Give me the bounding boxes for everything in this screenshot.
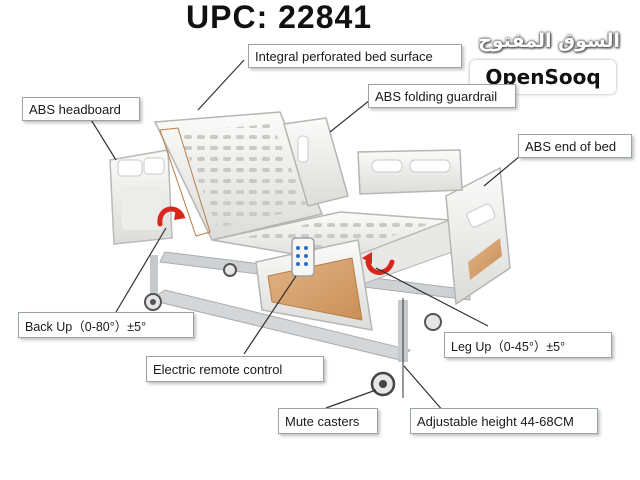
watermark-arabic: السوق المفتوح: [478, 30, 620, 52]
leader-remote: [243, 275, 297, 355]
leader-height: [403, 365, 445, 413]
back-up-arrow: [157, 206, 186, 227]
label-headboard: ABS headboard: [22, 97, 140, 121]
label-guardrail: ABS folding guardrail: [368, 84, 516, 108]
label-casters: Mute casters: [278, 408, 378, 434]
folding-guardrail-far: [283, 117, 349, 207]
caster-front-left: [144, 293, 162, 311]
leader-back-up: [115, 227, 167, 313]
end-of-bed-board: [445, 166, 511, 306]
backrest-section: [153, 111, 324, 241]
label-remote: Electric remote control: [146, 356, 324, 382]
leader-headboard: [89, 117, 117, 161]
caster-front-right: [370, 371, 396, 397]
leader-casters: [325, 389, 377, 409]
caster-back-right: [424, 313, 442, 331]
watermark-brand-logo: OpenSooq: [470, 60, 616, 94]
upc-heading: UPC: 22841: [186, 0, 373, 35]
headboard: [109, 149, 173, 245]
guardrail-right: [357, 149, 463, 195]
remote-control: [291, 237, 315, 277]
leader-guardrail: [329, 99, 371, 133]
label-end-of-bed: ABS end of bed: [518, 134, 632, 158]
caster-wheels: [144, 263, 442, 397]
caster-back-left: [223, 263, 237, 277]
leader-leg-up: [375, 267, 489, 327]
leader-end-of-bed: [483, 155, 521, 187]
leader-surface: [197, 59, 245, 111]
leader-lines: [89, 59, 521, 413]
label-surface: Integral perforated bed surface: [248, 44, 462, 68]
label-back-up: Back Up（0-80°）±5°: [18, 312, 194, 338]
leg-up-arrow: [362, 252, 395, 275]
label-height: Adjustable height 44-68CM: [410, 408, 598, 434]
label-leg-up: Leg Up（0-45°）±5°: [444, 332, 612, 358]
